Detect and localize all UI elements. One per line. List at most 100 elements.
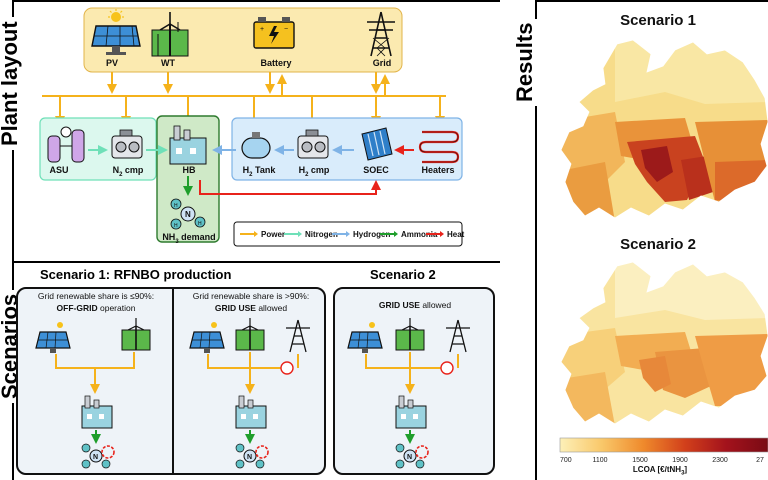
soec-label: SOEC xyxy=(363,165,389,175)
scenario1-left-condition: Grid renewable share is ≤90%: xyxy=(37,291,155,301)
legend-arrowhead-power xyxy=(254,231,258,237)
n2-cmp-label: N2 cmp xyxy=(106,165,150,178)
hb-label: HB xyxy=(182,165,196,175)
nh3-demand-label: NH3 demand xyxy=(154,232,224,245)
legend-arrowhead-heat xyxy=(440,231,444,237)
plant-layout-diagram: + − xyxy=(39,7,465,247)
map1-iberia-region xyxy=(561,162,615,218)
scenario2-grid-diagram xyxy=(347,317,471,469)
scenario2-mode: GRID USE allowed xyxy=(335,300,495,310)
map2-east-region xyxy=(695,334,768,406)
plant-layout-frame-top xyxy=(12,0,500,2)
scenario2-map xyxy=(560,261,768,425)
solar-panel-icon xyxy=(91,9,141,55)
scenario1-right-condition: Grid renewable share is >90%: xyxy=(192,291,310,301)
colorbar-tick-2: 1500 xyxy=(632,457,648,464)
pv-label: PV xyxy=(105,58,118,68)
lcoa-colorbar: 700 1100 1500 1900 2300 27 xyxy=(559,437,768,464)
scenario1-left-mode-bold: OFF-GRID xyxy=(56,303,98,313)
soec-stack-icon xyxy=(361,127,393,161)
scenario1-map xyxy=(560,39,768,219)
n2-cmp-label-tail: cmp xyxy=(122,165,144,175)
legend-arrowhead-hydrogen xyxy=(346,231,350,237)
power-pylon-icon xyxy=(367,11,395,57)
map2-outline xyxy=(560,261,768,425)
h2-cmp-label-main: H xyxy=(298,165,306,175)
colorbar-tick-1: 1100 xyxy=(592,457,607,464)
map2-balkans-region xyxy=(655,348,711,398)
ammonia-molecule-icon xyxy=(395,443,429,469)
svg-text:H: H xyxy=(174,223,178,229)
scenario1-grid-diagram xyxy=(189,317,311,469)
h2-compressor-icon xyxy=(297,129,329,159)
grid-limit-icon xyxy=(280,361,294,375)
map2-iberia-region xyxy=(561,372,615,424)
colorbar-tick-0: 700 xyxy=(560,457,572,464)
colorbar-tick-3: 1900 xyxy=(672,457,688,464)
wind-turbine-icon xyxy=(121,317,151,351)
nh3-label-sub: 3 xyxy=(175,238,179,245)
heaters-label: Heaters xyxy=(421,165,455,175)
map1-turkey-region xyxy=(715,160,768,202)
svg-text:H: H xyxy=(174,203,178,209)
scenarios-section: Scenarios xyxy=(0,263,500,480)
map2-title: Scenario 2 xyxy=(620,236,696,253)
ammonia-molecule-icon xyxy=(81,443,115,469)
svg-text:+: + xyxy=(260,26,264,33)
h2-tank-label-tail: Tank xyxy=(252,165,276,175)
map2-italy-region xyxy=(639,356,671,392)
nh3-label-main: NH xyxy=(162,232,176,242)
scenario-diagrams: N xyxy=(35,317,471,469)
map1-italy-core xyxy=(641,146,673,182)
scenario1-right-mode: GRID USE allowed xyxy=(176,303,326,313)
solar-panel-icon xyxy=(347,321,383,354)
legend-arrowhead-ammonia xyxy=(394,231,398,237)
colorbar-tick-5: 27 xyxy=(756,457,764,464)
scenario1-divider xyxy=(172,289,174,473)
scenario1-title: Scenario 1: RFNBO production xyxy=(40,267,232,282)
scenario1-left-mode-rest: operation xyxy=(97,303,136,313)
h2-tank-label-main: H xyxy=(242,165,250,175)
svg-text:−: − xyxy=(284,26,288,33)
colorbar-label: LCOA [€/tNH3] xyxy=(600,465,720,477)
wt-label: WT xyxy=(161,58,175,68)
h2-cmp-label-tail: cmp xyxy=(308,165,330,175)
legend-label-nitrogen: Nitrogen xyxy=(305,230,338,239)
scenario1-left-mode: OFF-GRID operation xyxy=(22,303,170,313)
legend-label-hydrogen: Hydrogen xyxy=(353,230,390,239)
solar-panel-icon xyxy=(189,321,225,354)
power-pylon-icon xyxy=(285,319,311,353)
n2-compressor-icon xyxy=(111,129,143,159)
scenario2-mode-bold: GRID USE xyxy=(378,300,420,310)
h2-cmp-label-sub: 2 xyxy=(305,171,309,178)
colorbar-tick-4: 2300 xyxy=(712,457,728,464)
legend-arrowhead-nitrogen xyxy=(298,231,302,237)
battery-icon: + − xyxy=(253,17,295,49)
ammonia-molecule-icon: N H H H xyxy=(170,198,206,230)
colorbar-label-sub: 3 xyxy=(681,470,685,477)
wind-turbine-icon xyxy=(235,317,265,351)
results-frame-left xyxy=(535,0,537,480)
grid-limit-icon xyxy=(440,361,454,375)
n2-cmp-label-sub: 2 xyxy=(119,171,123,178)
svg-text:H: H xyxy=(198,221,202,227)
colorbar-gradient xyxy=(559,437,768,453)
nh3-label-tail: demand xyxy=(178,232,216,242)
ammonia-plant-icon xyxy=(81,395,113,429)
map1-title: Scenario 1 xyxy=(620,12,696,29)
ammonia-plant-icon xyxy=(395,395,427,429)
h2-cmp-label: H2 cmp xyxy=(292,165,336,178)
legend-label-heat: Heat xyxy=(447,230,465,239)
colorbar-label-tail: ] xyxy=(684,465,688,474)
scenario1-panel xyxy=(16,287,326,475)
colorbar-label-main: LCOA [€/tNH xyxy=(632,465,682,474)
h2-tank-label-sub: 2 xyxy=(249,171,253,178)
n2-cmp-label-main: N xyxy=(112,165,120,175)
heat-flow-hb-to-soec xyxy=(199,180,381,195)
scenario1-right-mode-bold: GRID USE xyxy=(214,303,256,313)
power-pylon-icon xyxy=(445,319,471,353)
heater-coil-icon xyxy=(418,130,460,164)
results-title: Results xyxy=(512,18,538,106)
hb-factory-icon xyxy=(169,125,207,165)
